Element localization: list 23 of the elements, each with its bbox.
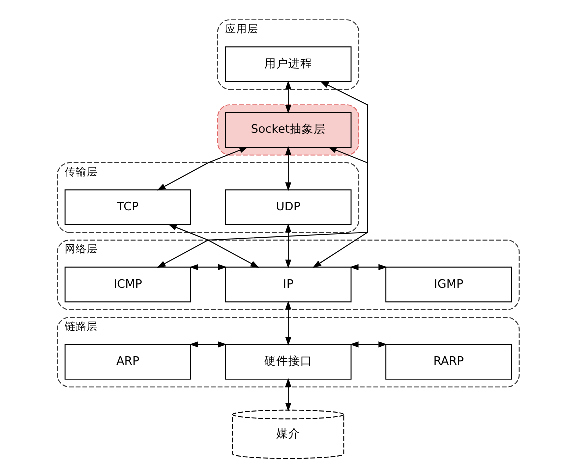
arrow — [312, 147, 368, 268]
arrow — [190, 264, 228, 270]
node-box: ARP — [64, 344, 192, 380]
node-box: IP — [225, 266, 352, 303]
node-box: 硬件接口 — [225, 344, 352, 380]
arrow — [350, 264, 388, 270]
arrow — [285, 301, 292, 346]
arrow — [157, 147, 248, 191]
node-box: UDP — [225, 190, 352, 226]
arrow — [285, 378, 292, 412]
arrow — [285, 80, 292, 114]
node-box: RARP — [386, 344, 512, 380]
arrow — [190, 342, 228, 348]
arrow — [285, 224, 292, 269]
node-box: ICMP — [64, 266, 192, 303]
arrow — [285, 146, 292, 192]
arrow — [157, 81, 368, 268]
arrow — [168, 224, 260, 268]
node-box: IGMP — [386, 266, 512, 303]
arrow — [350, 342, 388, 348]
node-box: 用户进程 — [225, 46, 352, 82]
node-box: Socket抽象层 — [225, 112, 352, 148]
node-box: TCP — [64, 190, 192, 226]
